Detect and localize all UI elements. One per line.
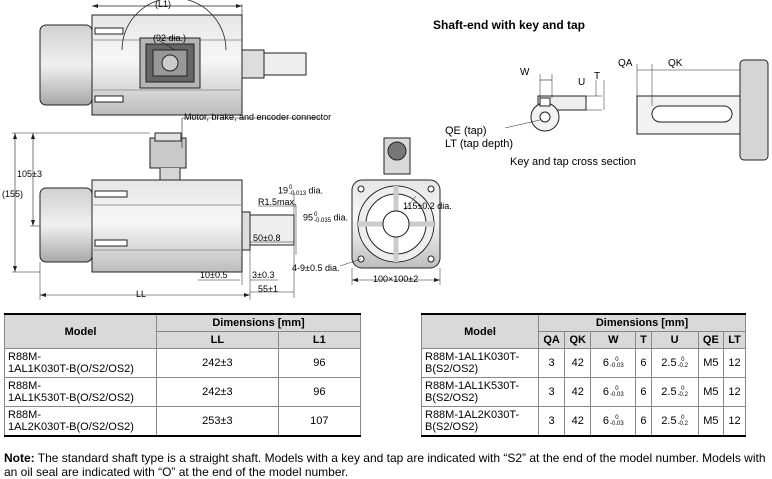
t1-model-cell: R88M-1AL2K030T-B(O/S2/OS2) — [4, 406, 157, 437]
t2-qe-cell: M5 — [697, 377, 725, 407]
t1-l1-cell: 96 — [277, 348, 362, 378]
t2-t-cell: 6 — [635, 348, 652, 378]
label-holes: 4-9±0.5 dia. — [292, 263, 340, 273]
note-text: The standard shaft type is a straight sh… — [4, 451, 766, 479]
label-d10: 10±0.5 — [200, 270, 228, 280]
t2-dims-header: Dimensions [mm] — [538, 313, 746, 332]
label-ll: LL — [136, 289, 147, 299]
label-d50: 50±0.8 — [253, 233, 281, 243]
motor-side-view — [39, 132, 295, 273]
t2-col-qe: QE — [697, 331, 725, 349]
t1-col-l1: L1 — [277, 331, 362, 349]
shaft-end-title: Shaft-end with key and tap — [433, 18, 586, 32]
key-cross-section — [530, 95, 587, 132]
label-qa: QA — [618, 58, 633, 69]
t1-l1-cell: 96 — [277, 377, 362, 407]
label-key-section: Key and tap cross section — [510, 156, 636, 168]
label-dia115: 115±0.2 dia. — [403, 201, 452, 211]
t2-lt-cell: 12 — [723, 348, 746, 378]
label-d55: 55±1 — [258, 284, 278, 294]
motor-front-view — [351, 137, 441, 269]
t2-model-cell: R88M-1AL2K030T-B(S2/OS2) — [421, 406, 539, 437]
t2-qk-cell: 42 — [564, 406, 592, 437]
label-w: W — [520, 67, 530, 78]
t2-qe-cell: M5 — [697, 406, 725, 437]
t2-qe-cell: M5 — [697, 348, 725, 378]
dimensions-table-shaft: Model Dimensions [mm] QA QK W T U QE LT … — [421, 313, 746, 437]
table-row: R88M-1AL1K030T-B(O/S2/OS2) 242±3 96 — [4, 348, 362, 378]
label-dia92: (92 dia.) — [153, 33, 187, 43]
t2-lt-cell: 12 — [723, 406, 746, 437]
t2-qa-cell: 3 — [537, 406, 566, 437]
t1-col-ll: LL — [156, 331, 279, 349]
t2-qa-cell: 3 — [537, 377, 566, 407]
t2-t-cell: 6 — [635, 377, 652, 407]
t2-qa-cell: 3 — [537, 348, 566, 378]
shaft-side-view — [636, 59, 769, 161]
motor-top-view — [39, 14, 307, 116]
t2-col-w: W — [590, 331, 637, 349]
label-t: T — [594, 71, 601, 82]
label-l1: (L1) — [155, 0, 172, 9]
footnote: Note: The standard shaft type is a strai… — [4, 451, 770, 479]
label-qk: QK — [668, 58, 683, 69]
t1-model-cell: R88M-1AL1K030T-B(O/S2/OS2) — [4, 348, 157, 378]
t2-col-qk: QK — [564, 331, 592, 349]
t2-lt-cell: 12 — [723, 377, 746, 407]
label-lt-depth: LT (tap depth) — [445, 138, 514, 150]
label-h105: 105±3 — [17, 169, 42, 179]
t2-qk-cell: 42 — [564, 348, 592, 378]
t1-l1-cell: 107 — [277, 406, 362, 437]
table-row: R88M-1AL1K530T-B(O/S2/OS2) 242±3 96 — [4, 377, 362, 407]
t1-ll-cell: 242±3 — [156, 377, 279, 407]
label-qe-tap: QE (tap) — [445, 125, 487, 137]
label-h155: (155) — [2, 189, 24, 199]
t1-model-header: Model — [4, 313, 157, 349]
t2-model-cell: R88M-1AL1K530T-B(S2/OS2) — [421, 377, 539, 407]
label-d3: 3±0.3 — [252, 270, 275, 280]
dimensions-table-ll: Model Dimensions [mm] LL L1 R88M-1AL1K03… — [4, 313, 362, 437]
label-sq100: 100×100±2 — [373, 274, 419, 284]
t1-ll-cell: 253±3 — [156, 406, 279, 437]
t2-col-qa: QA — [537, 331, 566, 349]
t2-col-t: T — [635, 331, 652, 349]
t2-model-header: Model — [421, 313, 539, 349]
t1-ll-cell: 242±3 — [156, 348, 279, 378]
label-u: U — [578, 77, 586, 88]
t2-col-lt: LT — [723, 331, 746, 349]
label-r15: R1.5max. — [258, 197, 297, 207]
t2-model-cell: R88M-1AL1K030T-B(S2/OS2) — [421, 348, 539, 378]
t1-model-cell: R88M-1AL1K530T-B(O/S2/OS2) — [4, 377, 157, 407]
t1-dims-header: Dimensions [mm] — [156, 313, 361, 332]
t2-t-cell: 6 — [635, 406, 652, 437]
label-connector: Motor, brake, and encoder connector — [184, 112, 332, 122]
note-label: Note: — [4, 451, 35, 465]
motor-drawing — [12, 0, 769, 300]
t2-col-u: U — [650, 331, 699, 349]
table-row: R88M-1AL2K030T-B(O/S2/OS2) 253±3 107 — [4, 406, 362, 437]
t2-qk-cell: 42 — [564, 377, 592, 407]
